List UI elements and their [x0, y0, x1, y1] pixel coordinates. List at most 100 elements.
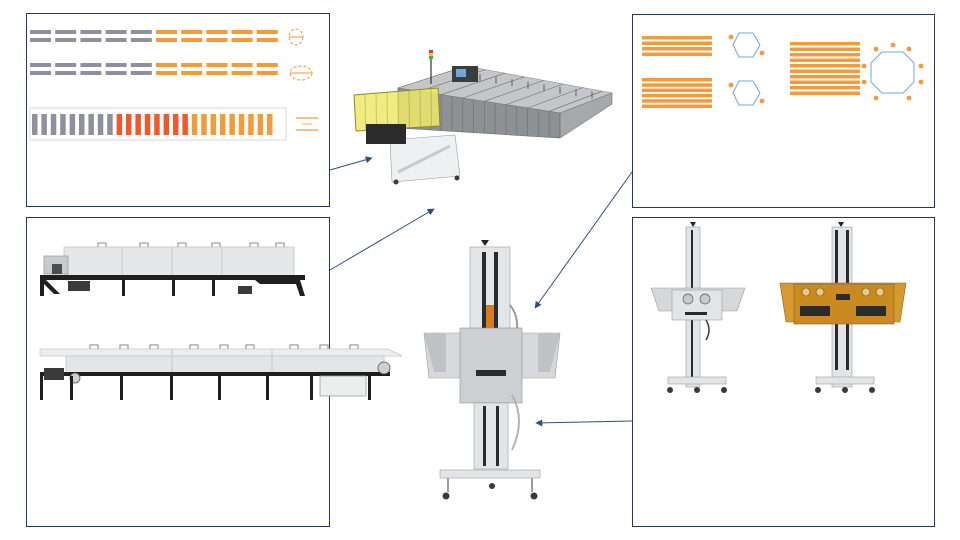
heater-element-icon — [256, 30, 278, 34]
heater-element-icon — [642, 41, 712, 45]
handle-mark — [219, 344, 229, 349]
heater-element-icon — [105, 63, 127, 67]
element-dot — [861, 63, 867, 69]
oven-leg — [120, 376, 123, 400]
heater-element-icon — [790, 80, 860, 84]
handle-mark — [149, 344, 159, 349]
heater-element-icon — [80, 30, 102, 34]
heater-element-icon — [642, 93, 712, 98]
heater-element-icon — [790, 75, 860, 79]
arrow-icon — [535, 419, 633, 427]
heater-element-icon — [126, 114, 132, 135]
heater-element-icon — [642, 47, 712, 51]
element-dot — [728, 82, 734, 88]
heater-element-icon — [130, 71, 152, 75]
lift-bronze-variant — [779, 222, 907, 393]
lift-base — [439, 469, 541, 479]
reflector-symbol-3 — [296, 117, 318, 131]
heater-element-icon — [182, 114, 188, 135]
heater-element-icon — [642, 78, 712, 82]
heater-element-icon — [231, 63, 253, 67]
handle-mark — [349, 344, 359, 349]
reflector-symbol-1 — [288, 28, 304, 46]
arrow-icon — [329, 156, 373, 171]
oven-segment-line — [462, 76, 525, 99]
heater-element-icon — [238, 114, 245, 135]
heater-element-icon — [80, 71, 102, 75]
handle-mark — [89, 344, 99, 349]
lift-variants-diagram — [650, 222, 907, 393]
handle-mark — [119, 344, 129, 349]
handle-mark — [289, 344, 299, 349]
tube-stack-small-2 — [642, 78, 712, 108]
heater-element-icon — [210, 114, 217, 135]
oven-leg — [310, 376, 313, 400]
oven-leg — [170, 376, 173, 400]
heater-element-icon — [135, 114, 141, 135]
element-dot — [759, 50, 765, 56]
heater-element-icon — [105, 30, 127, 34]
hexagon-icon — [732, 32, 761, 58]
heater-element-icon — [256, 63, 278, 67]
heater-element-icon — [30, 71, 51, 75]
heater-element-icon — [206, 30, 228, 34]
element-dot — [906, 46, 912, 52]
heater-element-icon — [256, 38, 278, 42]
safety-guard — [353, 87, 441, 132]
copper-rod — [486, 305, 494, 330]
handle-mark — [275, 242, 285, 247]
heater-element-icon — [231, 30, 253, 34]
element-dot — [890, 42, 896, 48]
tube-arrangement-panel — [632, 14, 935, 208]
heater-element-icon — [790, 53, 860, 57]
element-dot — [759, 98, 765, 104]
oven-leg — [368, 376, 371, 400]
heater-element-icon — [30, 30, 51, 34]
heater-element-icon — [154, 114, 160, 135]
oven-leg — [218, 376, 221, 400]
oven-segment-line — [484, 80, 544, 102]
lift-variants-panel — [632, 217, 935, 527]
heater-element-icon — [163, 114, 170, 135]
heater-element-icon — [181, 30, 203, 34]
hexagon-icon — [732, 80, 761, 106]
heater-element-icon — [55, 38, 77, 42]
arrow-icon — [534, 171, 633, 309]
heater-element-icon — [130, 63, 152, 67]
heater-element-icon — [173, 114, 179, 135]
heater-element-icon — [220, 114, 226, 135]
element-dot — [906, 95, 912, 101]
heater-element-icon — [80, 38, 102, 42]
heater-row-3 — [32, 114, 273, 135]
heater-element-icon — [790, 42, 860, 46]
heater-element-icon — [267, 114, 273, 135]
heater-element-icon — [55, 71, 77, 75]
heater-element-icon — [97, 114, 104, 135]
heater-element-icon — [790, 91, 860, 95]
heater-element-icon — [60, 114, 66, 135]
heater-element-icon — [130, 38, 152, 42]
heater-element-icon — [41, 114, 47, 135]
handle-mark — [189, 344, 199, 349]
heater-element-icon — [642, 36, 712, 40]
heater-element-icon — [642, 83, 712, 87]
heater-element-icon — [790, 86, 860, 90]
conveyor-belt-entry — [366, 124, 406, 144]
heater-row-1 — [30, 30, 278, 42]
lift-head-body — [459, 327, 523, 404]
heater-element-icon — [231, 71, 253, 75]
heater-element-icon — [156, 63, 177, 67]
heater-element-icon — [55, 63, 77, 67]
heater-element-icon — [69, 114, 76, 135]
oven-leg — [70, 376, 73, 400]
heater-element-icon — [80, 63, 102, 67]
tube-stack-small-1 — [642, 36, 712, 56]
heater-element-icon — [30, 38, 51, 42]
heater-element-icon — [257, 114, 264, 135]
heater-element-icon — [156, 71, 177, 75]
heater-element-icon — [229, 114, 235, 135]
heater-element-icon — [181, 71, 203, 75]
heater-element-icon — [30, 63, 51, 67]
heater-element-icon — [790, 64, 860, 68]
